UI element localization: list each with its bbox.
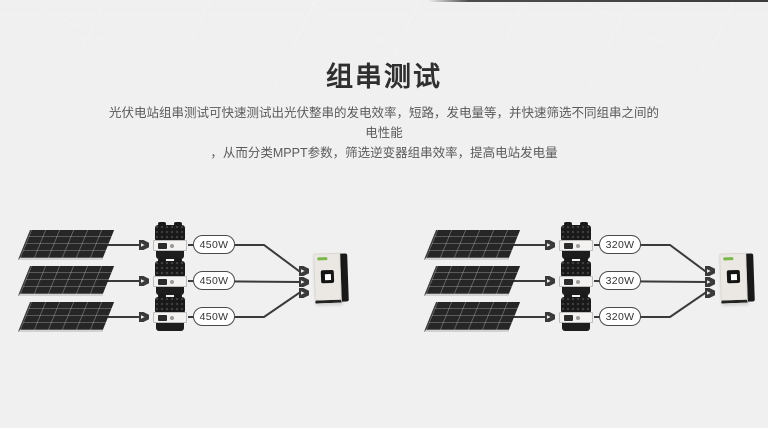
- description: 光伏电站组串测试可快速测试出光伏整串的发电效率，短路，发电量等，并快速筛选不同组…: [104, 103, 664, 163]
- top-edge-strip: [428, 0, 768, 2]
- solar-panel-icon: [18, 266, 115, 296]
- power-label: 450W: [193, 271, 235, 290]
- string-diagram-450w: 450W 450W 450W: [6, 222, 366, 357]
- string-tester-icon: [558, 258, 594, 295]
- tester-base: [156, 287, 184, 295]
- tester-lid: [561, 222, 591, 240]
- inverter-logo: [317, 257, 328, 261]
- tester-knob: [576, 243, 580, 248]
- tester-lid: [155, 258, 185, 276]
- inverter-logo: [723, 257, 734, 261]
- description-line: ，从而分类MPPT参数，筛选逆变器组串效率，提高电站发电量: [210, 146, 558, 160]
- inverter-icon: [719, 252, 755, 304]
- power-label: 320W: [599, 307, 641, 326]
- description-line: 光伏电站组串测试可快速测试出光伏整串的发电效率，短路，发电量等，并快速筛选不同组…: [108, 106, 659, 140]
- page-title: 组串测试: [326, 62, 442, 92]
- string-tester-icon: [152, 258, 188, 295]
- inverter-front: [719, 252, 748, 304]
- tester-body: [559, 276, 593, 287]
- tester-screen: [564, 242, 573, 249]
- tester-lid: [155, 294, 185, 312]
- power-label: 450W: [193, 235, 235, 254]
- inverter-display: [726, 269, 741, 284]
- tester-lid: [155, 222, 185, 240]
- tester-base: [562, 323, 590, 331]
- tester-screen: [158, 278, 167, 285]
- solar-panel-icon: [18, 230, 115, 260]
- string-diagram-320w: 320W 320W 320W: [412, 222, 768, 357]
- tester-base: [562, 251, 590, 259]
- string-tester-icon: [558, 222, 594, 259]
- tester-knob: [170, 315, 174, 320]
- tester-lid: [561, 294, 591, 312]
- tester-knob: [576, 315, 580, 320]
- tester-screen: [158, 242, 167, 249]
- power-label: 320W: [599, 235, 641, 254]
- tester-base: [156, 251, 184, 259]
- string-tester-icon: [558, 294, 594, 331]
- tester-body: [559, 312, 593, 323]
- solar-panel-icon: [424, 302, 521, 332]
- tester-lid: [561, 258, 591, 276]
- tester-body: [153, 240, 187, 251]
- tester-screen: [564, 314, 573, 321]
- inverter-display: [320, 269, 335, 284]
- tester-body: [153, 312, 187, 323]
- string-tester-icon: [152, 294, 188, 331]
- inverter-display-inner: [324, 273, 331, 280]
- tester-knob: [576, 279, 580, 284]
- inverter-display-inner: [730, 273, 737, 280]
- solar-panel-icon: [424, 230, 521, 260]
- power-label: 320W: [599, 271, 641, 290]
- tester-base: [562, 287, 590, 295]
- solar-panel-icon: [18, 302, 115, 332]
- tester-body: [559, 240, 593, 251]
- inverter-icon: [313, 252, 349, 304]
- string-tester-icon: [152, 222, 188, 259]
- tester-body: [153, 276, 187, 287]
- tester-screen: [564, 278, 573, 285]
- power-label: 450W: [193, 307, 235, 326]
- tester-base: [156, 323, 184, 331]
- solar-panel-icon: [424, 266, 521, 296]
- tester-screen: [158, 314, 167, 321]
- tester-knob: [170, 243, 174, 248]
- inverter-front: [313, 252, 342, 304]
- tester-knob: [170, 279, 174, 284]
